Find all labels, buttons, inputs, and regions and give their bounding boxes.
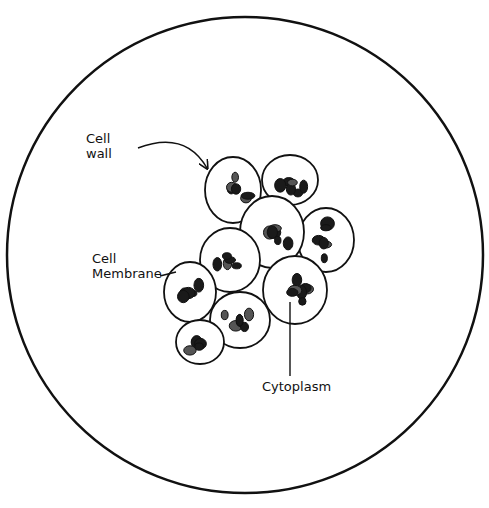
organelle-blob — [184, 346, 196, 355]
leader-line — [160, 272, 176, 276]
part-label: Cytoplasm — [262, 380, 352, 395]
organelle-blob — [244, 308, 253, 321]
cell-outline — [263, 256, 327, 324]
plant-cell — [164, 262, 216, 322]
organelle-blob — [300, 180, 308, 193]
organelle-blob — [236, 314, 243, 326]
organelle-blob — [231, 184, 240, 194]
organelle-blob — [288, 179, 298, 186]
organelle-blob — [321, 225, 331, 231]
organelle-blob — [321, 254, 327, 263]
organelle-blob — [319, 237, 328, 248]
organelle-blob — [283, 237, 293, 250]
plant-cell — [263, 256, 327, 324]
organelle-blob — [222, 253, 231, 260]
organelle-blob — [237, 314, 243, 326]
organelle-blob — [241, 192, 255, 199]
leader-line — [289, 302, 290, 376]
part-label: Cell Membrane — [92, 252, 158, 282]
part-label: Cell wall — [86, 132, 134, 162]
organelle-blob — [213, 258, 222, 271]
organelle-blob — [321, 217, 335, 230]
cell-outline — [164, 262, 216, 322]
organelle-blob — [299, 298, 306, 306]
organelle-blob — [292, 273, 302, 286]
field-of-view — [7, 17, 483, 493]
plant-cell — [176, 320, 224, 364]
leader-line — [138, 142, 207, 168]
organelle-blob — [232, 263, 241, 269]
cell-cluster — [164, 155, 354, 364]
organelle-blob — [275, 236, 281, 244]
organelle-blob — [287, 288, 298, 296]
cell-outline — [176, 320, 224, 364]
organelle-blob — [221, 310, 228, 319]
organelle-blob — [195, 343, 204, 350]
organelle-blob — [232, 172, 239, 182]
organelle-blob — [177, 290, 189, 302]
organelle-blob — [275, 179, 286, 193]
organelle-blob — [194, 278, 204, 292]
